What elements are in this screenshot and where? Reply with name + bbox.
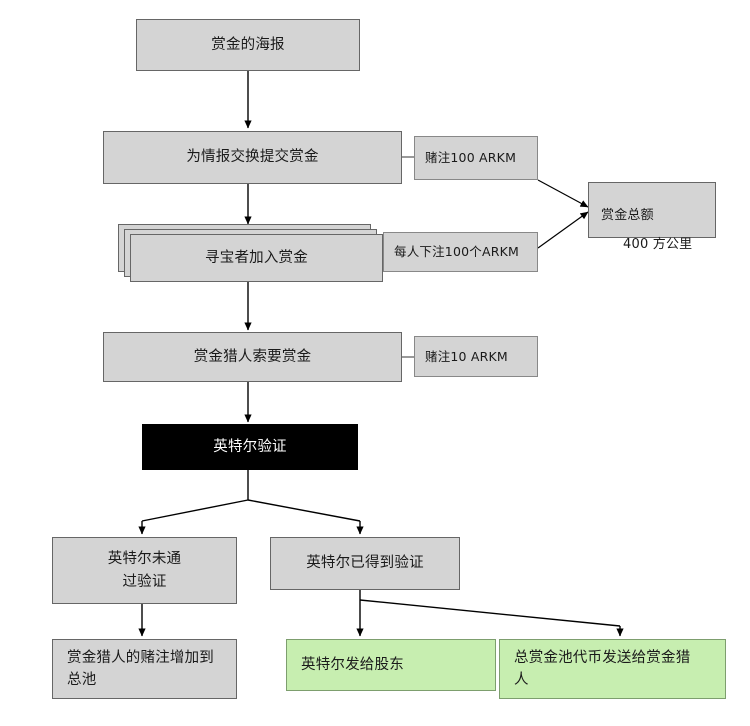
node-poster[interactable]: 赏金的海报 xyxy=(136,19,360,71)
node-bounty-total-value: 400 方公里 xyxy=(623,236,693,252)
node-submit-bounty[interactable]: 为情报交换提交赏金 xyxy=(103,131,402,184)
connector-verification-to-verified xyxy=(247,499,361,522)
node-treasure-hunters-join-label: 寻宝者加入赏金 xyxy=(205,249,308,266)
node-hunter-claims[interactable]: 赏金猎人索要赏金 xyxy=(103,332,402,382)
node-intel-to-shareholders[interactable]: 英特尔发给股东 xyxy=(286,639,496,691)
annotation-bet-10-arkm-label: 赌注10 ARKM xyxy=(425,348,508,364)
node-intel-to-shareholders-label: 英特尔发给股东 xyxy=(301,656,404,673)
node-bounty-total[interactable]: 赏金总额 400 方公里 xyxy=(588,182,716,252)
node-pool-tokens-to-hunter[interactable]: 总赏金池代币发送给赏金猎 人 xyxy=(499,639,726,699)
node-treasure-hunters-join[interactable]: 寻宝者加入赏金 xyxy=(130,234,383,282)
node-submit-bounty-label: 为情报交换提交赏金 xyxy=(186,149,319,166)
node-bounty-total-label: 赏金总额 xyxy=(601,207,654,223)
connector-annotper-to-total xyxy=(537,211,589,249)
annotation-bet-10-arkm[interactable]: 赌注10 ARKM xyxy=(414,336,538,377)
node-intel-verified[interactable]: 英特尔已得到验证 xyxy=(270,537,460,590)
connector-verified-diagonal xyxy=(359,599,621,627)
node-pool-tokens-to-hunter-label: 总赏金池代币发送给赏金猎 人 xyxy=(514,649,691,688)
connector-annot100-to-total xyxy=(537,179,589,208)
node-hunter-claims-label: 赏金猎人索要赏金 xyxy=(193,348,312,365)
node-intel-verified-label: 英特尔已得到验证 xyxy=(306,555,424,572)
node-intel-failed[interactable]: 英特尔未通 过验证 xyxy=(52,537,237,604)
annotation-each-100-arkm[interactable]: 每人下注100个ARKM xyxy=(383,232,538,272)
annotation-bet-100-arkm-label: 赌注100 ARKM xyxy=(425,150,517,166)
node-intel-verification[interactable]: 英特尔验证 xyxy=(142,424,358,470)
node-stake-to-pool-label: 赏金猎人的赌注增加到 总池 xyxy=(67,649,214,688)
connector-verification-to-failed xyxy=(141,499,249,522)
node-stake-to-pool[interactable]: 赏金猎人的赌注增加到 总池 xyxy=(52,639,237,699)
node-intel-failed-label: 英特尔未通 过验证 xyxy=(107,551,182,590)
node-poster-label: 赏金的海报 xyxy=(211,36,285,53)
node-intel-verification-label: 英特尔验证 xyxy=(213,438,287,455)
annotation-each-100-arkm-label: 每人下注100个ARKM xyxy=(394,244,519,260)
node-bounty-total-content: 赏金总额 400 方公里 xyxy=(589,191,715,271)
annotation-bet-100-arkm[interactable]: 赌注100 ARKM xyxy=(414,136,538,180)
